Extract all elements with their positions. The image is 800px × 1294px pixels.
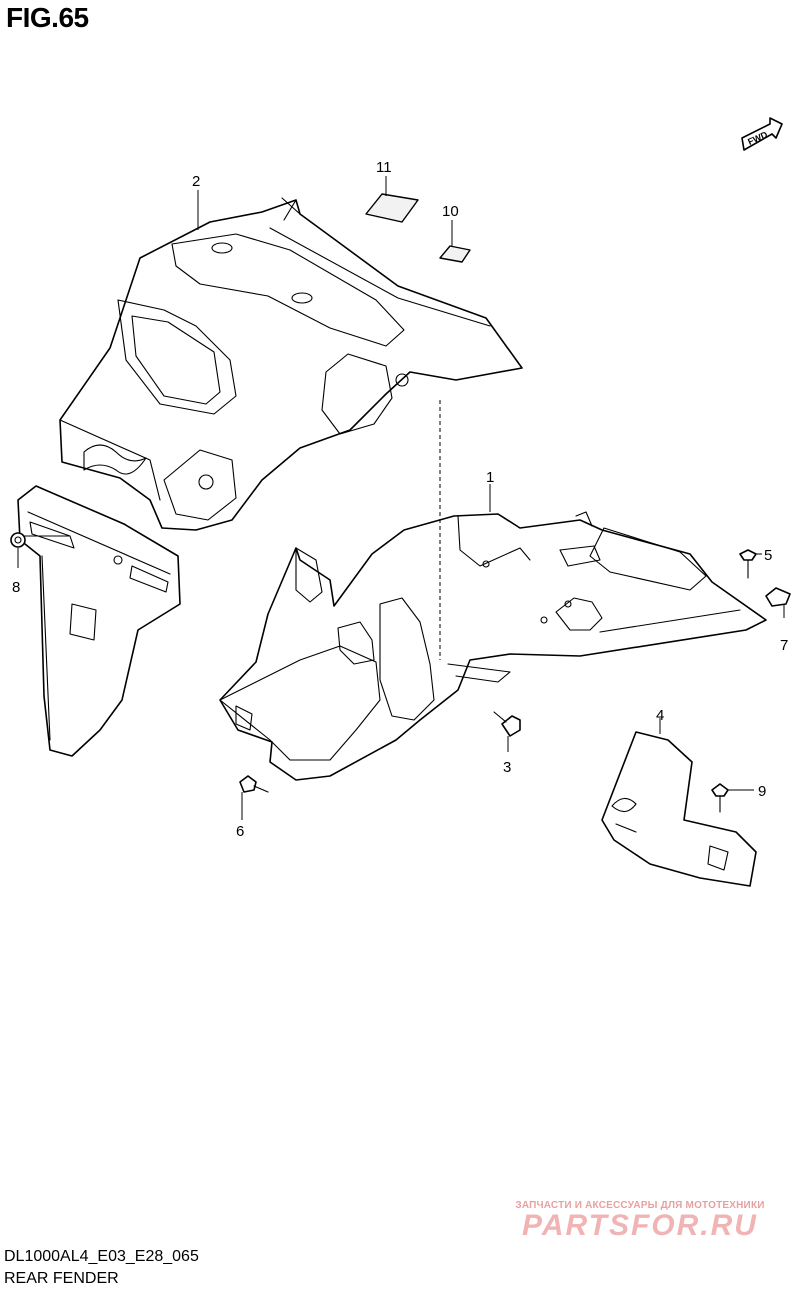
part-10-pad	[439, 245, 471, 263]
figure-title: FIG.65	[6, 2, 89, 33]
callout-10: 10	[442, 203, 459, 220]
callout-11: 11	[376, 159, 392, 176]
watermark-logo: PARTSFOR.RU	[522, 1209, 758, 1242]
part-3-screw	[493, 711, 521, 737]
callout-7: 7	[780, 637, 788, 654]
part-6-screw	[239, 775, 269, 793]
part-5-screw	[739, 549, 757, 579]
part-1-rear-fender	[219, 511, 767, 781]
part-9-screw	[711, 783, 729, 813]
callout-3: 3	[503, 759, 511, 776]
part-8-clip	[10, 532, 26, 548]
watermark-tagline: ЗАПЧАСТИ И АКСЕССУАРЫ ДЛЯ МОТОТЕХНИКИ	[515, 1200, 765, 1211]
part-2-upper-rear-fender	[59, 197, 523, 531]
section-name: REAR FENDER	[4, 1270, 119, 1287]
callout-4: 4	[656, 707, 664, 724]
part-4-cover	[601, 731, 757, 887]
callout-9: 9	[758, 783, 766, 800]
model-code: DL1000AL4_E03_E28_065	[4, 1248, 199, 1265]
part-11-pad	[365, 193, 419, 223]
callout-5: 5	[764, 547, 772, 564]
fwd-arrow-icon: FWD	[741, 117, 783, 151]
callout-6: 6	[236, 823, 244, 840]
part-7-nut	[765, 587, 791, 607]
leader-lines	[17, 176, 785, 820]
callout-2: 2	[192, 173, 200, 190]
callout-8: 8	[12, 579, 20, 596]
callout-1: 1	[486, 469, 494, 486]
fwd-arrow-label: FWD	[746, 129, 769, 147]
part-8-license-plate-bracket	[17, 485, 181, 757]
watermark: ЗАПЧАСТИ И АКСЕССУАРЫ ДЛЯ МОТОТЕХНИКИ PA…	[488, 1200, 792, 1243]
